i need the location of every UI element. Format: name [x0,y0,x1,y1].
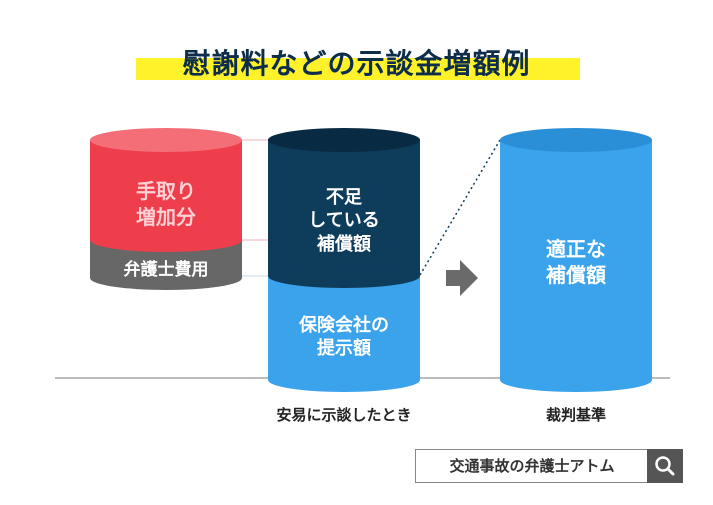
search-box[interactable]: 交通事故の弁護士アトム [415,449,683,483]
left-top-label: 手取り 増加分 [90,178,242,230]
right-label-line1: 適正な [546,237,606,261]
middle-top-label: 不足 している 補償額 [268,186,420,256]
arrow-icon [446,260,478,296]
right-label: 適正な 補償額 [500,236,652,288]
middle-top-label-line3: 補償額 [317,233,371,255]
middle-top-label-line2: している [308,210,380,232]
left-red-body [90,140,242,240]
dotted-guide [419,139,501,276]
left-top-label-line1: 手取り [136,179,196,203]
search-text: 交通事故の弁護士アトム [449,457,615,475]
right-blue-bottom [500,368,652,392]
right-blue-top [500,128,652,152]
left-column [90,128,242,290]
search-button[interactable] [647,449,683,483]
middle-bottom-label-line1: 保険会社の [299,315,389,336]
title-highlight [136,58,580,80]
middle-top-label-line1: 不足 [326,187,362,208]
left-red-top [90,128,242,152]
right-column [500,128,652,392]
left-top-label-line2: 増加分 [136,205,196,229]
left-bottom-label: 弁護士費用 [123,260,209,280]
left-red-bottom [90,228,242,252]
middle-blue-bottom [268,368,420,392]
middle-column [268,128,420,392]
left-gray-bottom [90,266,242,290]
right-caption: 裁判基準 [545,406,606,424]
middle-caption: 安易に示談したとき [276,406,412,424]
middle-navy-body [268,140,420,276]
right-label-line2: 補償額 [546,263,606,287]
search-icon [655,456,675,476]
middle-navy-bottom [268,264,420,288]
page-title: 慰謝料などの示談金増額例 [182,47,531,80]
middle-navy-top [268,128,420,152]
middle-blue-body [268,276,420,380]
right-blue-body [500,140,652,380]
middle-bottom-label-line2: 提示額 [317,338,371,360]
middle-bottom-label: 保険会社の 提示額 [268,314,420,361]
